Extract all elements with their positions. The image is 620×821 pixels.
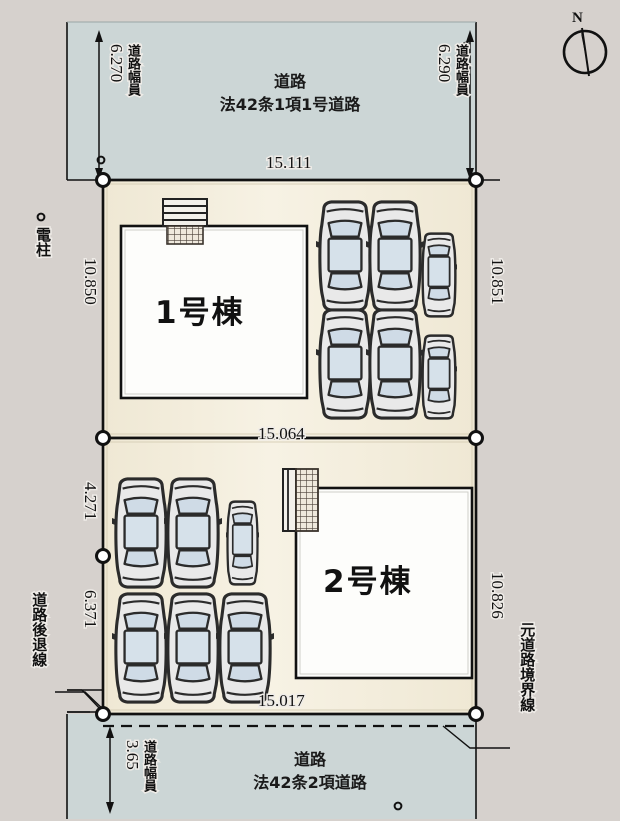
boundary-marker: [95, 548, 111, 564]
car: [164, 592, 222, 704]
car: [112, 592, 170, 704]
building-2: [294, 486, 474, 680]
utility-pole-label: 電柱: [33, 226, 54, 259]
road-top-width-right-label: 道路幅員: [452, 43, 470, 98]
car-compact: [421, 232, 457, 318]
road-top-width-right-value: 6.290: [434, 42, 456, 83]
road-top-width-left: 6.270 道路幅員: [106, 42, 142, 98]
compass-north-label: N: [572, 10, 583, 26]
road-top-name: 道路: [273, 72, 306, 91]
dimension-lot2-left-lower: 6.371: [80, 588, 102, 629]
building-1-label: 1号棟: [155, 295, 245, 331]
road-bottom-designation: 法42条2項道路: [253, 773, 367, 793]
road-bottom-width-value: 3.65: [122, 739, 144, 772]
car: [316, 200, 374, 312]
road-top-label: 道路 法42条1項1号道路: [185, 70, 395, 116]
dimension-bottom-width: 15.017: [257, 690, 307, 712]
road-top-designation: 法42条1項1号道路: [219, 95, 361, 115]
dimension-lot2-left-upper: 4.271: [80, 480, 102, 521]
boundary-marker: [468, 430, 484, 446]
boundary-marker: [95, 430, 111, 446]
building-1: [119, 224, 309, 400]
road-bottom-width-label: 道路幅員: [140, 739, 158, 794]
road-top-width-left-label: 道路幅員: [124, 43, 142, 98]
setback-line-label: 道路後退線: [29, 591, 50, 669]
road-bottom-label: 道路 法42条2項道路: [210, 748, 410, 794]
survey-dots: [36, 41, 471, 811]
car: [216, 592, 274, 704]
boundary-marker: [468, 706, 484, 722]
car: [316, 308, 374, 420]
car: [112, 477, 170, 589]
road-bottom-width: 3.65 道路幅員: [122, 739, 158, 794]
road-bottom-area: [66, 714, 477, 819]
car: [366, 200, 424, 312]
building-2-balcony: [282, 468, 319, 532]
car-compact: [226, 500, 259, 586]
boundary-marker: [95, 706, 111, 722]
building-1-balcony: [162, 198, 208, 245]
car-compact: [421, 334, 457, 420]
road-top-width-right: 6.290 道路幅員: [434, 42, 470, 98]
car: [366, 308, 424, 420]
dimension-lot2-right: 10.826: [487, 571, 509, 621]
original-boundary-line-label: 元道路境界線: [517, 621, 538, 714]
car: [164, 477, 222, 589]
parking-lot-1: [316, 200, 457, 420]
compass-rose: [562, 27, 608, 77]
dimension-top-width: 15.111: [265, 152, 313, 174]
boundary-marker: [468, 172, 484, 188]
dimension-lot1-right: 10.851: [487, 257, 509, 307]
dimension-lines: [55, 30, 510, 814]
road-top-width-left-value: 6.270: [106, 42, 128, 83]
road-top-area: [66, 21, 477, 180]
road-bottom-name: 道路: [293, 750, 326, 769]
dimension-middle-width: 15.064: [257, 423, 307, 445]
building-2-label: 2号棟: [323, 564, 413, 600]
boundary-marker: [95, 172, 111, 188]
dimension-lot1-left: 10.850: [80, 257, 102, 307]
